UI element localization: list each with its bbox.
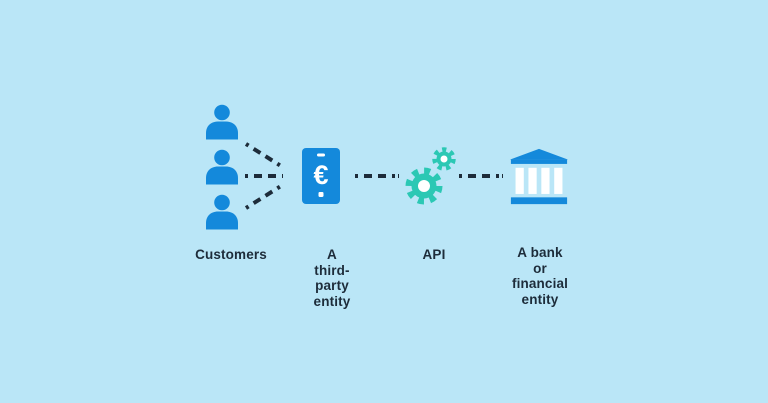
bank-base [510,197,568,205]
gears-icon [405,147,456,205]
bank-roof [509,148,569,160]
customers-icon-group [204,104,240,230]
connector-customers-top [244,142,283,168]
phone-speaker [317,153,325,157]
person-icon [206,194,238,230]
phone-home-button [318,192,324,197]
node-label-api: API [422,247,446,262]
bank-icon [509,148,569,205]
connector-customers-bottom [244,184,283,210]
node-label-customers: Customers [195,247,267,262]
person-icon [206,104,238,140]
mobile-payment-icon: € [302,148,340,204]
bank-column [554,167,563,194]
person-icon [206,149,238,185]
node-label-bank: A bank or financial entity [511,245,569,307]
bank-column [515,167,524,194]
node-label-third-party: A third- party entity [313,247,351,309]
euro-glyph: € [313,160,328,190]
large-gear-teeth [405,167,443,205]
small-gear-teeth [432,147,456,171]
bank-column [528,167,537,194]
bank-column [541,167,550,194]
